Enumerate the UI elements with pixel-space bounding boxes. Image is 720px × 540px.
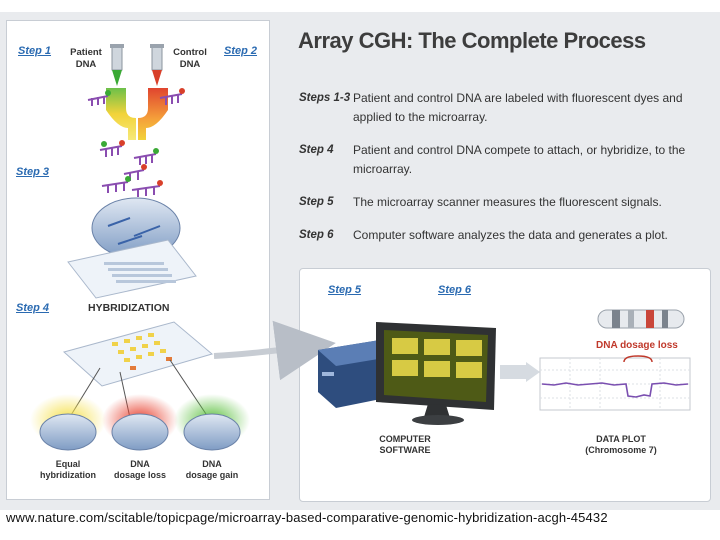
patient-tube-icon — [110, 44, 124, 86]
step2-label: Step 2 — [224, 45, 258, 57]
step-text-5: The microarray scanner measures the fluo… — [353, 195, 662, 209]
outcome-equal-label: Equal hybridization — [40, 459, 96, 480]
step-text-1-3: Patient and control DNA are labeled with… — [353, 91, 683, 124]
control-dna-label: Control DNA — [173, 47, 207, 70]
right-step6-label: Step 6 — [438, 284, 472, 296]
patient-dna-label: Patient DNA — [70, 47, 102, 70]
page-title: Array CGH: The Complete Process — [298, 28, 646, 53]
outcome-gain-label: DNA dosage gain — [185, 459, 239, 480]
step1-label: Step 1 — [18, 45, 52, 57]
step-text-4: Patient and control DNA compete to attac… — [353, 143, 686, 176]
source-url: www.nature.com/scitable/topicpage/microa… — [6, 510, 608, 525]
hybridization-label: HYBRIDIZATION — [88, 302, 170, 314]
step-name-1-3: Steps 1-3 — [299, 92, 351, 104]
step-text-6: Computer software analyzes the data and … — [353, 228, 668, 242]
outcome-dishes — [30, 359, 250, 451]
mixing-funnel-icon — [106, 88, 168, 140]
right-step5-label: Step 5 — [328, 284, 362, 296]
step-name-4: Step 4 — [299, 144, 334, 156]
step4-label: Step 4 — [16, 302, 50, 314]
hybridization-slide-icon — [62, 321, 214, 387]
chromosome-icon — [597, 309, 685, 329]
step-name-6: Step 6 — [299, 229, 334, 241]
computer-software-caption: COMPUTER SOFTWARE — [379, 434, 431, 455]
microarray-slide-icon — [67, 239, 197, 299]
monitor-icon — [376, 322, 496, 425]
control-tube-icon — [150, 44, 164, 86]
step-name-5: Step 5 — [299, 196, 334, 208]
data-plot-caption: DATA PLOT (Chromosome 7) — [585, 434, 657, 455]
dosage-loss-annotation: DNA dosage loss — [596, 340, 678, 351]
plot-series-line — [541, 382, 689, 398]
outcome-loss-label: DNA dosage loss — [113, 459, 167, 480]
step3-label: Step 3 — [16, 166, 50, 178]
dna-fragments-icon — [87, 88, 185, 197]
data-plot — [539, 355, 691, 411]
flow-arrow-icon — [213, 320, 336, 381]
